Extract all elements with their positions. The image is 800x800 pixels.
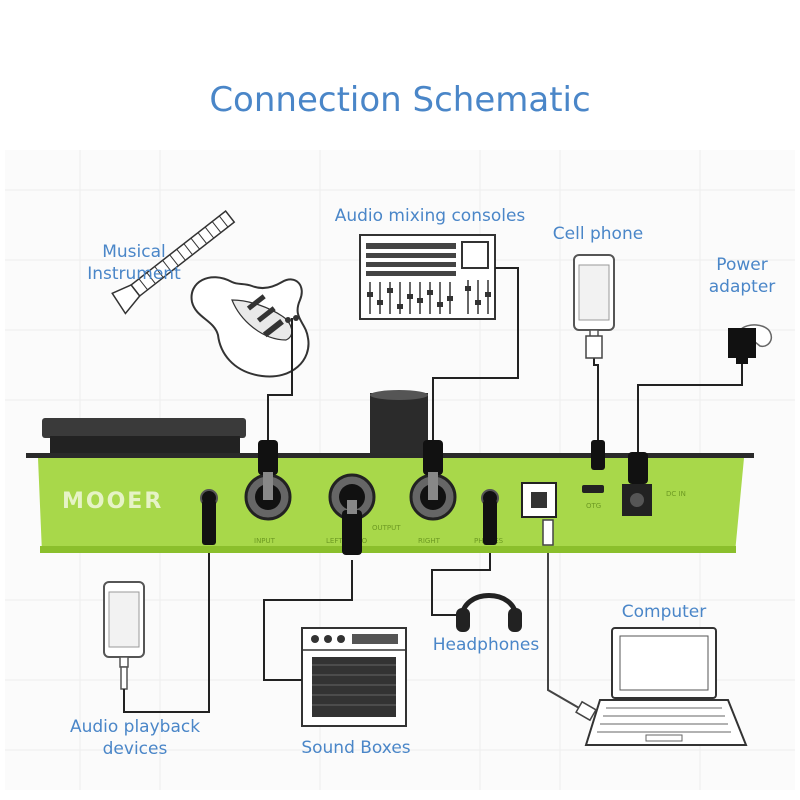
label-power-adapter: Power adapter [708,255,776,297]
label-headphones: Headphones [432,635,540,655]
guitar-icon [111,210,310,378]
label-musical-instrument: Musical Instrument [87,242,181,284]
label-mixer: Audio mixing consoles [334,206,526,226]
label-computer: Computer [621,602,707,622]
power-adapter-icon [728,324,772,364]
cell-phone-icon [573,254,615,343]
label-otg: OTG [586,502,601,510]
speaker-icon [301,627,407,727]
label-dc: DC IN [666,490,686,498]
plugs [202,335,648,722]
laptop-icon [584,627,748,746]
label-audio-playback: Audio playback devices [69,717,201,759]
jacks [200,473,652,521]
label-output: OUTPUT [372,524,401,532]
mixer-icon [359,234,496,320]
label-input: INPUT [254,537,276,545]
page-title: Connection Schematic [209,80,591,120]
label-right: RIGHT [418,537,441,545]
headphones-icon [456,593,522,632]
label-sound-boxes: Sound Boxes [301,738,411,758]
label-cell-phone: Cell phone [552,224,644,244]
brand-logo: MOOER [62,489,163,514]
